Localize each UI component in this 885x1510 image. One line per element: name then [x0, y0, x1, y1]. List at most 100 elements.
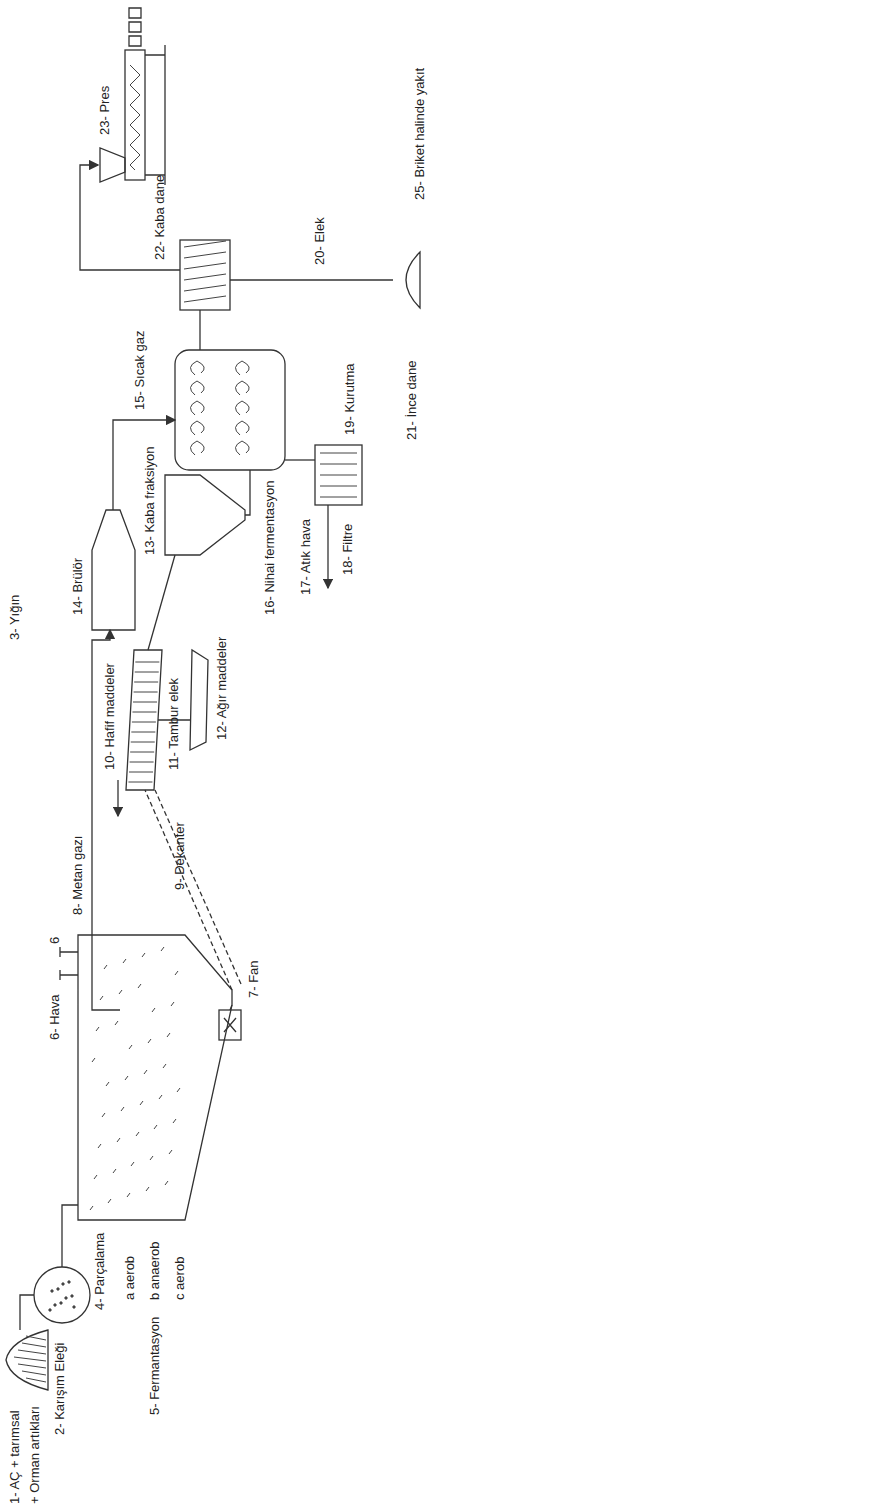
callout-label: 11- Tambur elek: [166, 678, 182, 770]
sieve-dot: [60, 1302, 62, 1304]
heavy-trough: [158, 650, 208, 750]
decanter-trough: [145, 790, 241, 990]
drum-hatch: [129, 772, 153, 773]
callout-label: 15- Sıcak gaz: [132, 331, 148, 411]
feed-pipe: [62, 1205, 78, 1267]
callout-label: 3- Yığın: [7, 595, 23, 640]
fine-heap: [406, 252, 420, 308]
callout-label: 7- Fan: [246, 960, 262, 998]
fermenter-fill: [117, 1138, 120, 1142]
dryer-curl: [235, 361, 249, 375]
fermenter-fill: [177, 1088, 180, 1092]
coarse-hopper: [165, 475, 245, 555]
callout-label: 1- AÇ + tarımsal: [7, 1410, 23, 1504]
coarse-pipe: [148, 555, 175, 650]
fermenter-fill: [92, 1058, 95, 1062]
filter: [315, 445, 362, 505]
filter-bag: [320, 464, 357, 465]
screen-sieve: [180, 240, 230, 310]
fermenter-fill: [90, 1206, 93, 1210]
press-frame: [145, 45, 165, 185]
fermenter-fill: [96, 1027, 99, 1031]
fermenter-fill: [136, 1132, 139, 1136]
fermenter-fill: [121, 1107, 124, 1111]
heap-stick: [26, 1378, 46, 1382]
drum-hatch: [133, 702, 157, 703]
drum-hatch: [134, 692, 158, 693]
fermenter-fill: [169, 1150, 172, 1154]
fermenter-fill: [152, 1008, 155, 1012]
callout-label: 21- İnce dane: [404, 360, 420, 440]
fermenter-fill: [142, 953, 145, 957]
drum-hatch: [130, 762, 154, 763]
fermenter-fill: [123, 959, 126, 963]
fermenter-fill: [148, 1039, 151, 1043]
drum-hatch: [134, 682, 158, 683]
drawing-part: [6, 8, 420, 1390]
dryer-curl: [190, 401, 204, 415]
callout-label: 2- Karışım Eleği: [52, 1343, 68, 1435]
callout-label: 23- Pres: [97, 86, 113, 135]
fermenter-fill: [102, 1113, 105, 1117]
fermenter-fill: [127, 1193, 130, 1197]
coarse-line: [80, 165, 180, 270]
air-inlet: [60, 947, 78, 980]
dryer-curl: [190, 381, 204, 395]
callout-label: c aerob: [172, 1257, 188, 1300]
heap-stick: [26, 1336, 46, 1340]
burner: [92, 510, 135, 630]
dryer-curl: [190, 441, 204, 455]
texture: [14, 65, 357, 1382]
light-arrow: [117, 780, 118, 816]
filter-bag: [320, 453, 357, 454]
fermenter-fill: [98, 1144, 101, 1148]
dryer-drum: [175, 350, 285, 470]
fermenter-fill: [115, 1021, 118, 1025]
feed-pipe: [245, 470, 250, 515]
drum-hatch: [128, 782, 152, 783]
fermenter-fill: [175, 971, 178, 975]
fermenter-fill: [154, 1125, 157, 1129]
drum-hatch: [131, 732, 155, 733]
methane-pipe: [92, 630, 120, 1010]
sieve-mesh: [184, 241, 226, 247]
sieve-mesh: [184, 285, 226, 291]
fermenter-fill: [100, 996, 103, 1000]
sieve-mesh: [184, 263, 226, 269]
dryer-curl: [235, 441, 249, 455]
sieve-dot: [71, 1295, 73, 1297]
callout-label: 16- Nihai fermentasyon: [262, 481, 278, 615]
callout-label: b anaerob: [147, 1241, 163, 1300]
dryer-curl: [235, 401, 249, 415]
callout-label: 4- Parçalama: [92, 1233, 108, 1310]
fermenter-fill: [159, 1095, 162, 1099]
callout-label: 25- Briket halinde yakıt: [412, 68, 428, 200]
heap-stick: [18, 1350, 46, 1354]
fermenter-fill: [161, 947, 164, 951]
fermenter-fill: [163, 1064, 166, 1068]
sieve-mesh: [184, 296, 226, 302]
callout-label: 5- Fermantasyon: [147, 1317, 163, 1415]
heap-stick: [22, 1371, 46, 1375]
fermenter-fill: [171, 1002, 174, 1006]
callout-label: 9- Dekanter: [172, 822, 188, 890]
drum-hatch: [132, 722, 156, 723]
callout-label: 12- Ağır maddeler: [214, 637, 230, 740]
fermenter-fill: [106, 1082, 109, 1086]
fermenter-fill: [104, 965, 107, 969]
dryer-curl: [190, 361, 204, 375]
fermenter-fill: [131, 1162, 134, 1166]
product-pipe: [199, 310, 200, 350]
callout-label: 20- Elek: [312, 217, 328, 265]
briquette: [129, 8, 141, 46]
fermenter-fill: [165, 1181, 168, 1185]
fermenter-fill: [113, 1169, 116, 1173]
callout-label: a aerob: [122, 1256, 138, 1300]
sieve-dot: [49, 1309, 51, 1311]
fermenter-fill: [150, 1156, 153, 1160]
filter-bag: [320, 475, 357, 476]
callout-label: 8- Metan gazı: [70, 836, 86, 916]
drum-hatch: [130, 752, 154, 753]
fermenter-fill: [94, 1175, 97, 1179]
exhaust-arrow: [327, 505, 328, 588]
